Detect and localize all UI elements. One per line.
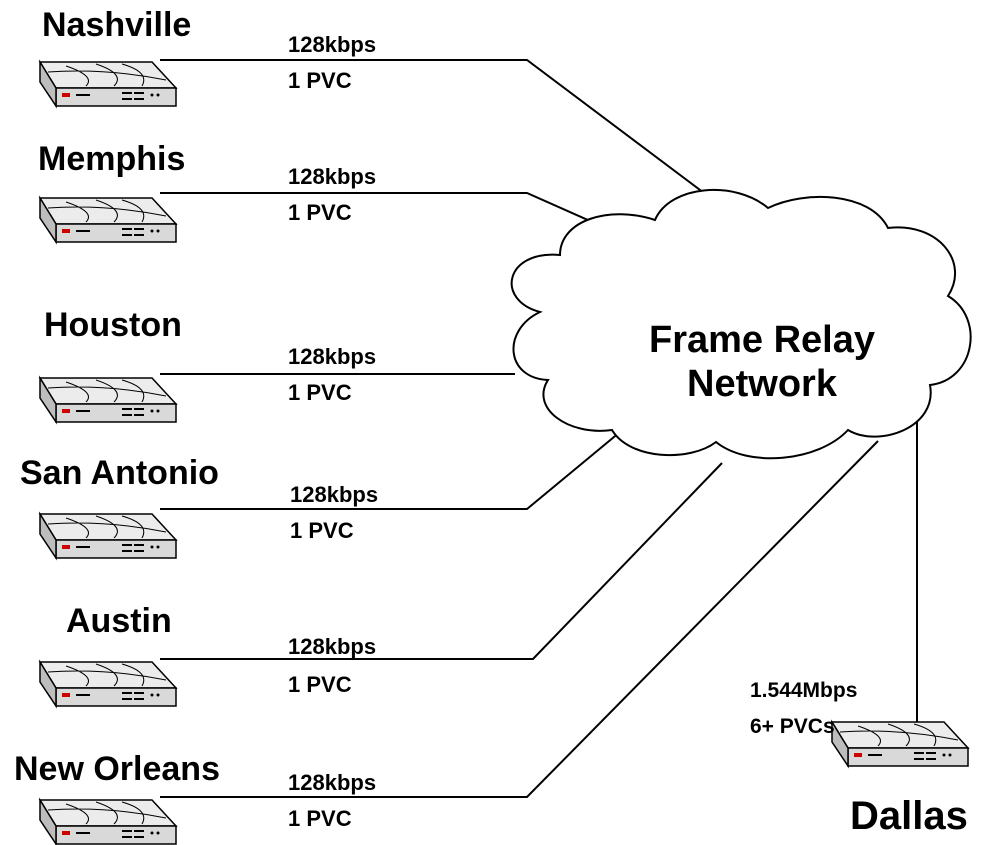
site-pvc-houston: 1 PVC <box>288 380 352 405</box>
site-name-austin: Austin <box>66 602 172 640</box>
site-speed-houston: 128kbps <box>288 344 377 369</box>
router-icon-new-orleans <box>39 799 177 845</box>
site-pvc-san-antonio: 1 PVC <box>290 518 354 543</box>
router-icon-nashville <box>39 61 177 107</box>
cloud-label: Frame Relay Network <box>612 318 912 406</box>
site-speed-san-antonio: 128kbps <box>290 482 379 507</box>
site-pvc-nashville: 1 PVC <box>288 68 352 93</box>
link-austin <box>160 462 723 660</box>
cloud-label-line1: Frame Relay <box>648 319 875 361</box>
link-new-orleans <box>160 440 879 798</box>
link-nashville <box>160 59 749 227</box>
connections <box>160 59 918 798</box>
site-pvc-new-orleans: 1 PVC <box>288 806 352 831</box>
site-name-san-antonio: San Antonio <box>20 454 219 492</box>
router-icon-san-antonio <box>39 513 177 559</box>
site-speed-nashville: 128kbps <box>288 32 377 57</box>
cloud-icon <box>510 189 972 460</box>
site-speed-memphis: 128kbps <box>288 164 377 189</box>
router-icon-houston <box>39 377 177 423</box>
site-pvc-austin: 1 PVC <box>288 672 352 697</box>
site-pvc-memphis: 1 PVC <box>288 200 352 225</box>
cloud-label-line2: Network <box>687 363 837 405</box>
link-san-antonio <box>160 431 621 510</box>
site-name-memphis: Memphis <box>38 140 186 178</box>
hub-pvc: 6+ PVCs <box>750 715 835 738</box>
site-name-houston: Houston <box>44 306 182 344</box>
hub-info: 1.544Mbps 6+ PVCs <box>750 678 857 740</box>
hub-speed: 1.544Mbps <box>750 679 858 702</box>
hub-name-dallas: Dallas <box>850 794 968 838</box>
site-speed-austin: 128kbps <box>288 634 377 659</box>
site-name-nashville: Nashville <box>42 6 192 44</box>
site-speed-new-orleans: 128kbps <box>288 770 377 795</box>
router-icon-austin <box>39 661 177 707</box>
router-icon-memphis <box>39 197 177 243</box>
site-name-new-orleans: New Orleans <box>14 750 220 788</box>
